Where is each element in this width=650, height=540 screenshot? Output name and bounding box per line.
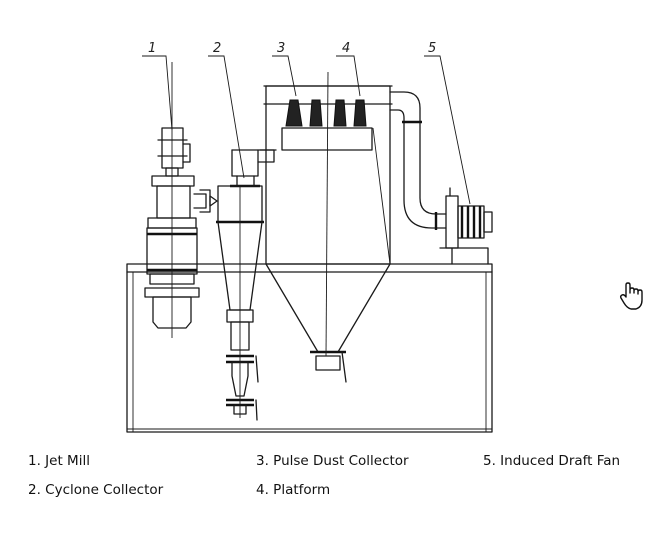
- legend-platform: 4. Platform: [256, 482, 331, 498]
- legend-cyclone-collector: 2. Cyclone Collector: [28, 482, 164, 498]
- leader-lines: [142, 55, 471, 205]
- air-duct: [389, 91, 447, 230]
- jet-mill: [144, 62, 218, 338]
- cyclone-collector: [216, 149, 275, 421]
- callout-4: 4: [342, 41, 350, 56]
- callout-3: 3: [277, 41, 285, 56]
- platform: [126, 263, 493, 433]
- callout-2: 2: [213, 41, 221, 56]
- pulse-dust-collector: [259, 71, 393, 383]
- induced-draft-fan: [439, 187, 493, 265]
- equipment-diagram: 1 2 3 4 5: [126, 41, 493, 433]
- callout-5: 5: [428, 41, 436, 56]
- hand-pointer-icon: [619, 282, 643, 310]
- callout-1: 1: [148, 41, 156, 56]
- legend-jet-mill: 1. Jet Mill: [28, 453, 90, 469]
- legend-pulse-dust-collector: 3. Pulse Dust Collector: [256, 453, 409, 469]
- legend-induced-draft-fan: 5. Induced Draft Fan: [483, 453, 621, 469]
